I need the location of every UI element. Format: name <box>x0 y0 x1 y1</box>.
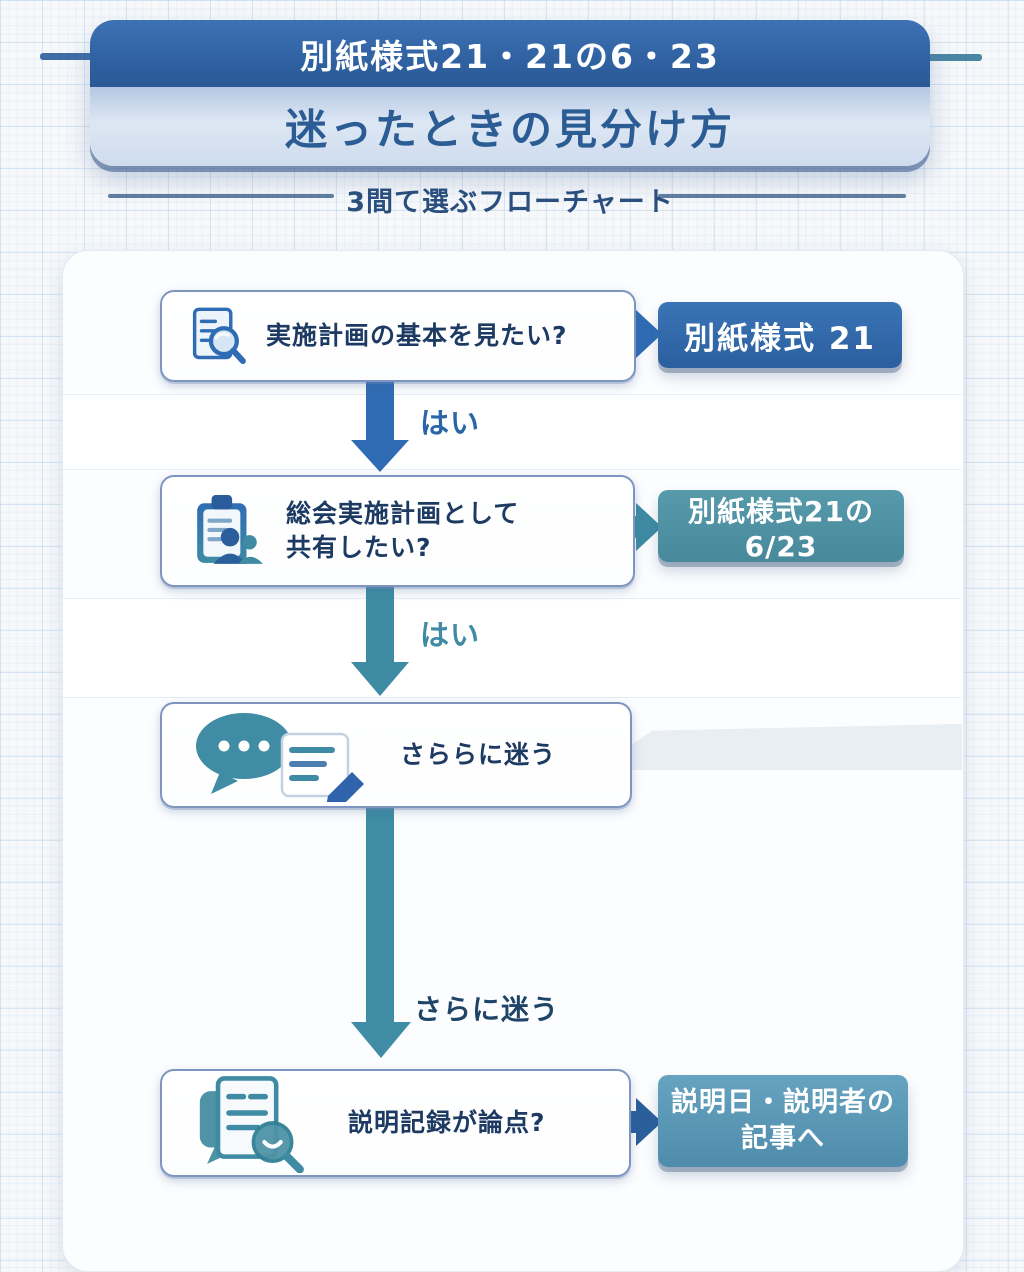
arrow-down-3-icon <box>351 1022 411 1058</box>
arrow-right-4-icon <box>636 1098 662 1146</box>
arrow-right-1-icon <box>636 310 662 358</box>
arrow-down-1-icon <box>351 440 409 472</box>
row-stripe-2 <box>63 598 961 698</box>
question-text-1: 実施計画の基本を見たい? <box>266 321 568 351</box>
result-text-4-line2: 記事へ <box>741 1123 825 1154</box>
arrow-down-1-stem <box>366 378 394 440</box>
question-text-2-line2: 共有したい? <box>286 533 432 562</box>
header-deco-line-left <box>40 53 94 60</box>
row-stripe-1 <box>63 394 961 470</box>
question-box-4: 説明記録が論点? <box>160 1069 631 1177</box>
connector-label-3: さらに迷う <box>414 993 560 1026</box>
header-banner: 別紙様式21・21の6・23 迷ったときの見分け方 <box>90 20 930 166</box>
arrow-right-2-icon <box>636 503 662 551</box>
document-search-icon <box>192 307 246 364</box>
result-text-1: 別紙様式 21 <box>684 320 876 357</box>
question-box-2: 総会実施計画として 共有したい? <box>160 475 635 587</box>
ghost-connector-band <box>610 723 962 770</box>
question-text-4: 説明記録が論点? <box>348 1108 546 1138</box>
connector-label-2: はい <box>420 618 481 652</box>
subtitle-line-left <box>108 194 334 198</box>
chat-note-icon <box>196 713 364 802</box>
arrow-down-2-stem <box>366 586 394 662</box>
question-text-2-line1: 総会実施計画として <box>286 499 520 529</box>
result-text-4-line1: 説明日・説明者の <box>671 1086 895 1118</box>
subtitle: 3間て選ぶフローチャート <box>346 187 674 218</box>
result-box-form21-6-23[interactable]: 別紙様式21の6/23 <box>658 490 904 563</box>
question-text-2: 総会実施計画として 共有したい? <box>286 497 519 565</box>
header-tag: 別紙様式21・21の6・23 <box>90 20 930 87</box>
subtitle-line-right <box>658 194 906 198</box>
arrow-down-3-stem <box>366 806 394 1022</box>
result-box-article-link[interactable]: 説明日・説明者の 記事へ <box>658 1075 908 1167</box>
clipboard-people-icon <box>197 495 263 564</box>
arrow-down-2-icon <box>351 662 409 696</box>
question-text-3: さららに迷う <box>400 740 557 770</box>
result-box-form21[interactable]: 別紙様式 21 <box>658 302 902 368</box>
header-deco-line-right <box>926 54 982 61</box>
connector-label-1: はい <box>420 406 481 440</box>
page-title: 迷ったときの見分け方 <box>90 87 930 166</box>
question-box-3: さららに迷う <box>160 702 632 808</box>
document-review-icon <box>199 1076 304 1173</box>
result-text-2: 別紙様式21の6/23 <box>688 494 874 563</box>
question-box-1: 実施計画の基本を見たい? <box>160 290 636 382</box>
